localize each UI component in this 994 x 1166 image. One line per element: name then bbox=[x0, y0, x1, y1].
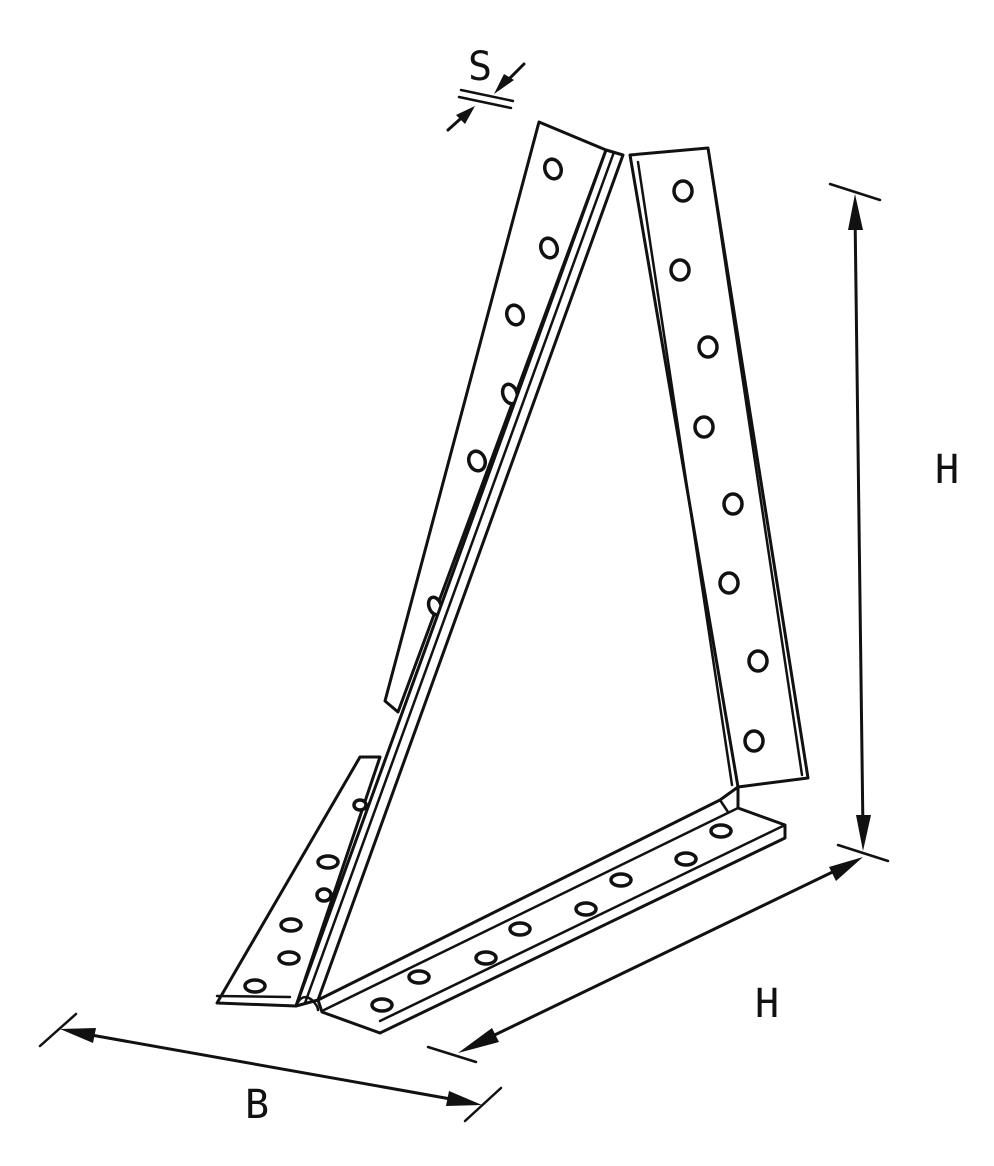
hole bbox=[407, 969, 431, 985]
diagonal-strut-bend bbox=[303, 150, 616, 1005]
hole bbox=[693, 415, 715, 439]
dimension-s-arrowhead bbox=[494, 74, 514, 94]
right-flange-holes bbox=[669, 179, 769, 753]
dimension-b-arrowhead bbox=[446, 1091, 482, 1106]
hole bbox=[466, 449, 488, 473]
hole bbox=[718, 571, 740, 595]
bottom-flange-plate bbox=[316, 785, 787, 1035]
bottom-flange-joint bbox=[718, 798, 730, 814]
hole bbox=[674, 851, 698, 867]
hole bbox=[747, 649, 769, 673]
dimension-b-line bbox=[78, 1031, 464, 1103]
right-flange bbox=[628, 146, 810, 789]
dimension-h-vertical-tick bbox=[836, 843, 890, 863]
dimension-s-extension-line bbox=[459, 88, 515, 103]
dimension-b-tick bbox=[463, 1086, 503, 1123]
dimension-s-label: S bbox=[468, 44, 492, 90]
dimension-h-horizontal-arrowhead bbox=[829, 857, 863, 881]
hole bbox=[279, 917, 303, 933]
dimension-h-vertical-label: H bbox=[935, 447, 959, 493]
hole bbox=[352, 798, 368, 812]
dimension-h-horizontal-arrowhead bbox=[458, 1028, 499, 1053]
hole bbox=[574, 901, 598, 917]
hole bbox=[370, 997, 394, 1013]
left-flange-fold bbox=[215, 994, 292, 999]
right-flange-plate bbox=[628, 146, 810, 789]
dimension-b-tick bbox=[38, 1012, 78, 1048]
bottom-flange-holes bbox=[370, 823, 733, 1013]
dimension-h-vertical: H bbox=[828, 182, 959, 863]
dimension-s: S bbox=[446, 44, 526, 132]
dimension-b: B bbox=[38, 1012, 503, 1128]
left-flange-upper-plate bbox=[383, 120, 608, 714]
hole bbox=[504, 303, 526, 327]
bottom-bend-curl bbox=[294, 995, 320, 1012]
dimension-s-extension-line bbox=[457, 95, 513, 110]
hole bbox=[508, 921, 532, 937]
right-flange-edge-line bbox=[636, 160, 734, 787]
left-flange bbox=[215, 120, 608, 1008]
dimension-h-horizontal-line bbox=[476, 864, 847, 1045]
hole bbox=[609, 872, 633, 888]
hole bbox=[709, 823, 733, 839]
hole bbox=[697, 335, 719, 359]
bottom-flange-bend-line bbox=[378, 823, 787, 1023]
dimension-b-label: B bbox=[245, 1082, 269, 1128]
dimension-h-vertical-tick bbox=[828, 182, 882, 202]
hole bbox=[316, 854, 340, 870]
hole bbox=[743, 729, 765, 753]
hole bbox=[669, 258, 691, 282]
hole bbox=[277, 950, 301, 966]
hole bbox=[474, 950, 498, 966]
dimension-h-horizontal: H bbox=[426, 857, 863, 1064]
dimension-s-arrowhead bbox=[456, 106, 475, 124]
right-flange-fold-line bbox=[706, 146, 804, 777]
hole bbox=[315, 887, 333, 903]
hole bbox=[672, 179, 694, 203]
dimension-h-vertical-arrowhead bbox=[856, 815, 871, 851]
bottom-flange-top-edge bbox=[322, 806, 740, 1012]
hole bbox=[542, 157, 564, 181]
hole bbox=[538, 236, 560, 260]
hole bbox=[243, 978, 267, 994]
bottom-flange bbox=[316, 785, 787, 1035]
dimension-h-vertical-arrowhead bbox=[848, 194, 863, 230]
dimension-h-vertical-line bbox=[853, 210, 865, 835]
dimension-h-horizontal-tick bbox=[426, 1045, 478, 1064]
dimension-b-arrowhead bbox=[60, 1028, 96, 1043]
dimension-h-horizontal-label: H bbox=[755, 981, 779, 1027]
hole bbox=[722, 492, 744, 516]
